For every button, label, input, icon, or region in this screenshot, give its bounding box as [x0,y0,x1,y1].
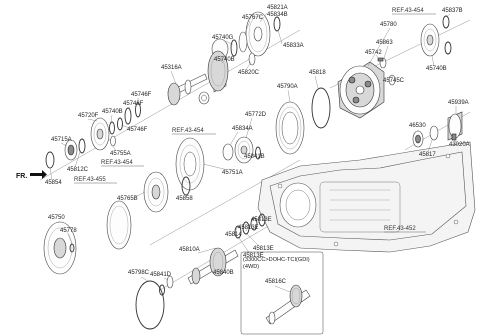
part-label-45746F-2[interactable]: 45746F [123,101,144,107]
part-label-45765B[interactable]: 45765B [117,196,138,202]
part-label-45715A[interactable]: 45715A [51,137,72,143]
part-label-45742[interactable]: 45742 [365,50,382,56]
part-label-45820C[interactable]: 45820C [238,70,260,76]
part-label-45833A[interactable]: 45833A [283,43,304,49]
center-hole-graphic [198,91,210,105]
part-label-45746F-1[interactable]: 45746F [131,92,152,98]
planetary-assembly-45780 [311,57,396,129]
ref-labels: REF.43-454 REF.43-454 REF.43-454 REF.43-… [74,8,424,232]
top-right-gear [420,15,452,57]
part-label-45840B[interactable]: 45840B [213,270,234,276]
part-label-45798C[interactable]: 45798C [128,270,150,276]
part-label-43020A[interactable]: 43020A [449,142,470,148]
part-label-45939A[interactable]: 45939A [448,100,469,106]
part-label-45810A[interactable]: 45810A [179,247,200,253]
part-label-46530[interactable]: 46530 [409,123,426,129]
part-label-45837B[interactable]: 45837B [442,8,463,14]
part-label-45817[interactable]: 45817 [419,152,436,158]
part-label-45841B[interactable]: 45841B [244,154,265,160]
front-label: FR. [16,173,27,180]
part-label-45767C[interactable]: 45767C [242,15,264,21]
part-label-45746F-3[interactable]: 45746F [127,127,148,133]
part-label-45813E-4[interactable]: 45813E [243,253,264,259]
right-small-parts [412,111,463,148]
part-label-45854[interactable]: 45854 [45,180,62,186]
part-label-45812C[interactable]: 45812C [67,167,89,173]
upper-gear-stack [167,11,281,106]
part-label-45813E-1[interactable]: 45813E [251,217,272,223]
part-label-45818[interactable]: 45818 [309,70,326,76]
ref-43-454-left[interactable]: REF.43-454 [101,160,133,166]
part-labels: 45821A 45834B 45767C 45740G 45833A 45780… [45,5,470,285]
part-label-45720F[interactable]: 45720F [78,113,99,119]
part-label-45745C[interactable]: 45745C [383,78,405,84]
part-label-45740B-top[interactable]: 45740B [214,57,235,63]
part-label-45834A[interactable]: 45834A [232,126,253,132]
part-label-45740G[interactable]: 45740G [212,35,234,41]
awd-shaft-box [240,251,324,335]
note-line2: (4WD) [243,264,259,270]
note-line1: (3300CC>DOHC-TCI(GDI) [243,257,310,263]
ref-43-454-mid[interactable]: REF.43-454 [172,128,204,134]
part-label-45821A[interactable]: 45821A [267,5,288,11]
part-label-45816C[interactable]: 45816C [265,279,287,285]
part-label-45858[interactable]: 45858 [176,196,193,202]
part-label-45740B-right[interactable]: 45740B [426,66,447,72]
part-label-45780[interactable]: 45780 [380,22,397,28]
leader-lines [49,12,457,293]
left-drum-cluster [45,102,141,169]
part-label-45813E-3[interactable]: 45813E [253,246,274,252]
part-label-45740B-mid[interactable]: 45740B [102,109,123,115]
part-label-45863[interactable]: 45863 [376,40,393,46]
ref-underlines [74,13,436,233]
part-label-45813E-2[interactable]: 45813E [238,225,259,231]
transmission-case [257,141,476,253]
part-label-45755A[interactable]: 45755A [110,151,131,157]
middle-row-parts [43,136,261,275]
front-arrow-icon [30,170,47,179]
part-label-45790A[interactable]: 45790A [277,84,298,90]
front-direction-marker: FR. [16,170,47,180]
ring-gear-45790A [275,101,305,155]
part-label-45778[interactable]: 45778 [60,228,77,234]
part-label-45772D[interactable]: 45772D [245,112,267,118]
part-label-45834B[interactable]: 45834B [267,12,288,18]
ref-43-455[interactable]: REF.43-455 [74,177,106,183]
part-label-45750[interactable]: 45750 [48,215,65,221]
part-label-45316A[interactable]: 45316A [161,65,182,71]
part-label-45841D[interactable]: 45841D [150,272,172,278]
ref-43-454-top[interactable]: REF.43-454 [392,8,424,14]
ref-43-452[interactable]: REF.43-452 [384,226,416,232]
part-label-45814[interactable]: 45814 [225,232,242,238]
variant-note: (3300CC>DOHC-TCI(GDI) (4WD) [243,257,310,270]
part-label-45751A[interactable]: 45751A [222,170,243,176]
